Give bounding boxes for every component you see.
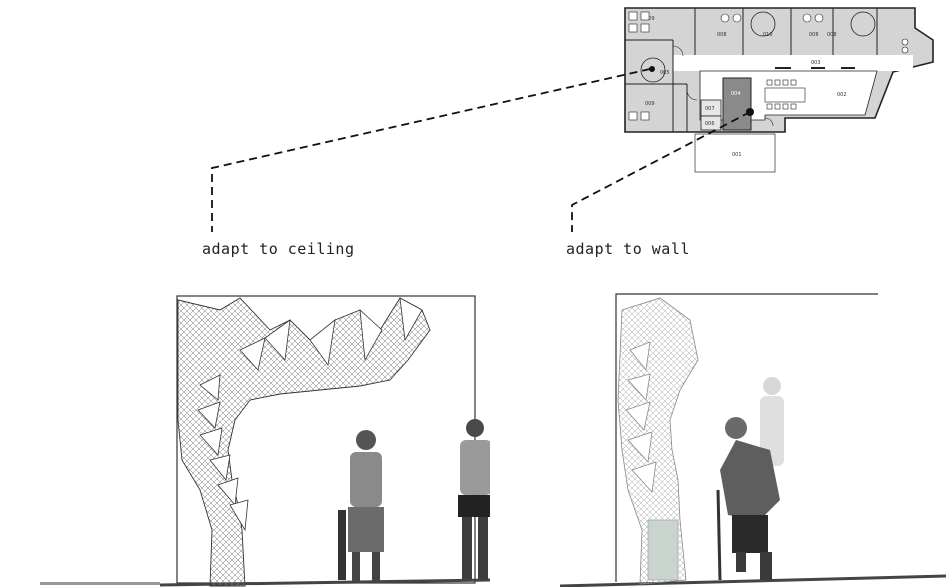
ceiling-leader (212, 69, 650, 232)
ceiling-installation-render (160, 290, 490, 587)
floor-fragment (40, 582, 160, 585)
wall-label: adapt to wall (566, 240, 690, 258)
ceiling-label: adapt to ceiling (202, 240, 355, 258)
wall-leader (572, 112, 750, 232)
wall-installation-render (560, 290, 946, 587)
